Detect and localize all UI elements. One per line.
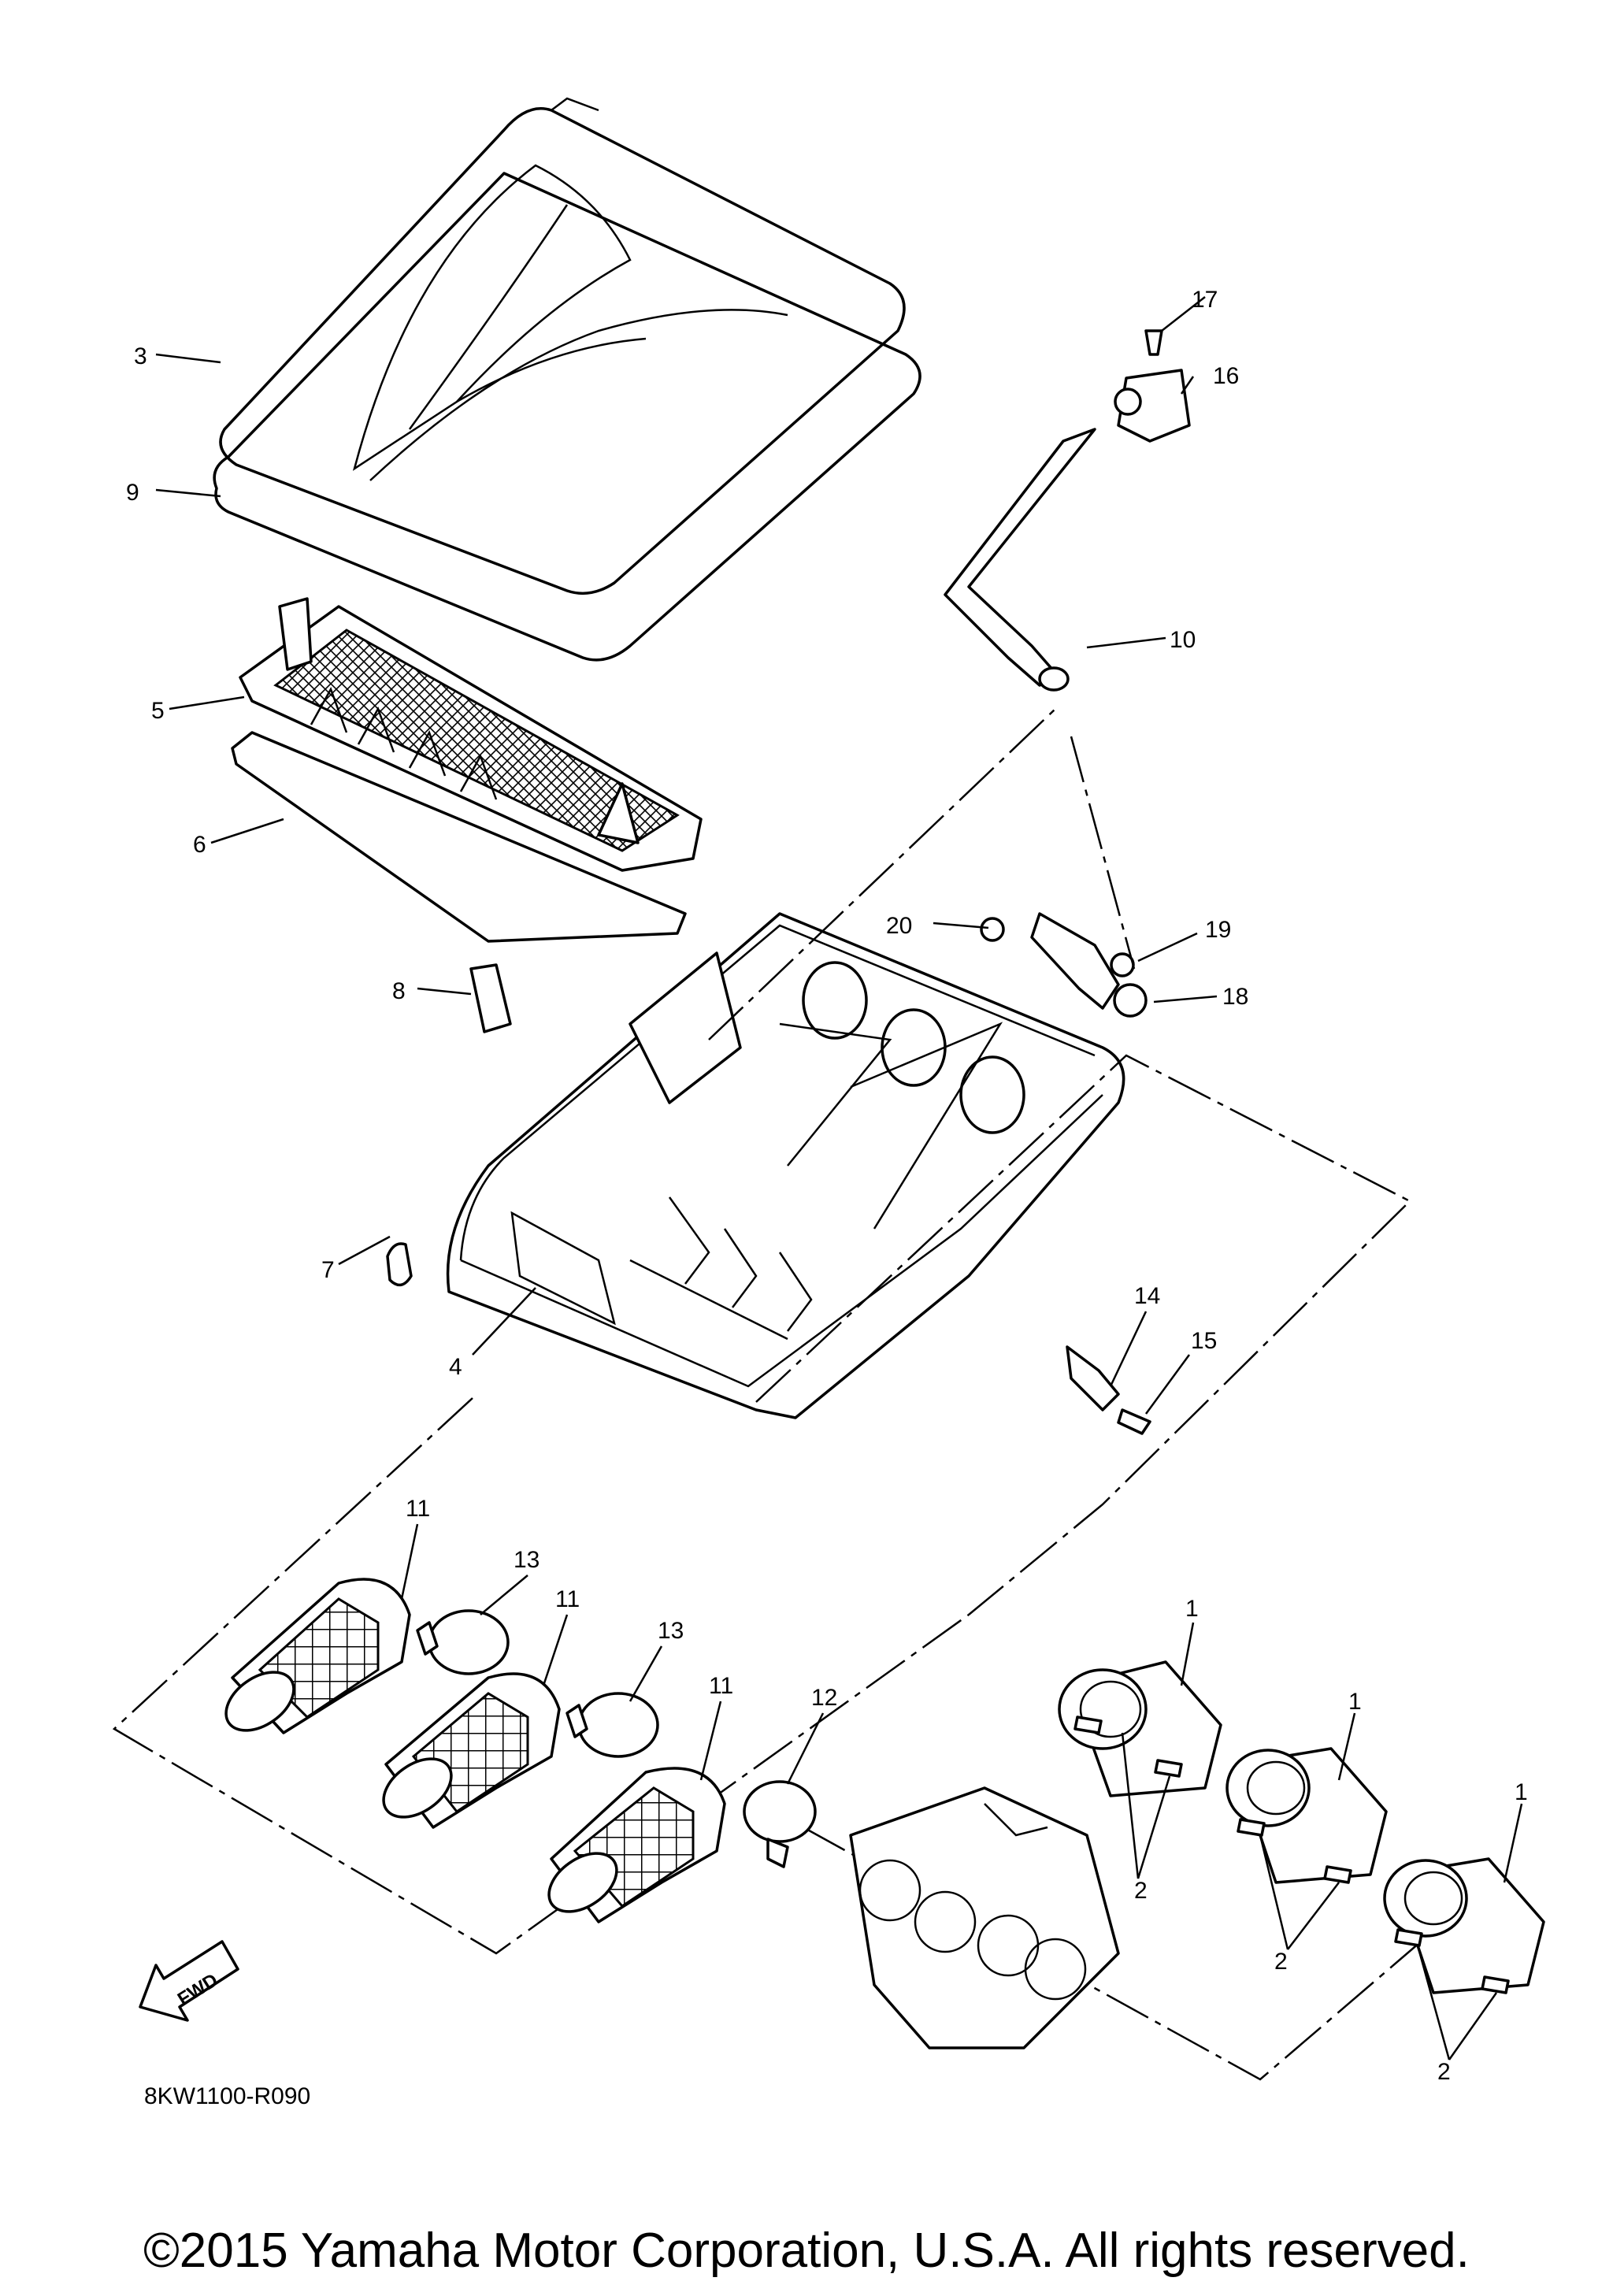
callout-11: 11: [406, 1496, 430, 1522]
callout-2: 2: [1437, 2059, 1451, 2085]
carburetor-joint-3: [1383, 1857, 1545, 1994]
callout-1: 1: [1185, 1596, 1199, 1622]
callout-8: 8: [392, 978, 406, 1004]
callout-2: 2: [1274, 1949, 1288, 1975]
callout-13: 13: [658, 1618, 684, 1644]
callout-17: 17: [1192, 287, 1218, 313]
air-box-cover: [219, 97, 906, 595]
carburetor-joint-2: [1226, 1747, 1388, 1884]
joint-clamp-screws: [1073, 1716, 1510, 1994]
throttle-body: [849, 1786, 1120, 2049]
callout-10: 10: [1170, 627, 1196, 653]
callout-2: 2: [1134, 1878, 1148, 1904]
intake-funnel-3: [547, 1767, 726, 1923]
callout-16: 16: [1213, 363, 1239, 389]
kit-boundary-upper: [755, 1054, 1412, 1615]
callout-18: 18: [1222, 984, 1248, 1010]
callout-11: 11: [555, 1586, 580, 1612]
filter-gasket: [231, 731, 687, 943]
fwd-arrow-icon: FWD: [139, 1940, 239, 2022]
funnel-clamp: [416, 1609, 817, 1868]
callout-13: 13: [514, 1547, 540, 1573]
copyright-notice: ©2015 Yamaha Motor Corporation, U.S.A. A…: [143, 2224, 1470, 2278]
drain-plug: [386, 1242, 413, 1287]
kit-boundary: [112, 1397, 970, 1955]
box-cap: [469, 963, 512, 1033]
callout-5: 5: [151, 698, 165, 724]
air-filter-element: [239, 597, 703, 872]
sensor-and-bolt: [1066, 1345, 1151, 1435]
callout-1: 1: [1515, 1779, 1528, 1805]
breather-joint: [1114, 329, 1191, 443]
callout-7: 7: [321, 1257, 335, 1283]
callout-11: 11: [709, 1673, 733, 1699]
intake-funnel-1: [224, 1578, 411, 1734]
callout-14: 14: [1134, 1283, 1160, 1309]
callout-4: 4: [449, 1354, 462, 1380]
callout-19: 19: [1205, 917, 1231, 943]
air-box-case: [446, 912, 1125, 1419]
callout-3: 3: [134, 343, 147, 369]
callout-1: 1: [1348, 1689, 1362, 1715]
callout-numbers: 1 1 1 2 2 2 3 4 5 6 7 8 9 10 11 11 11 12…: [126, 287, 1528, 2085]
breather-hose: [944, 428, 1096, 692]
hose-joint: [980, 912, 1148, 1018]
intake-funnel-2: [382, 1672, 561, 1829]
leader-lines: [155, 296, 1523, 2060]
callout-20: 20: [886, 913, 912, 939]
gasket: [213, 172, 921, 662]
callout-12: 12: [811, 1685, 837, 1711]
callout-6: 6: [193, 832, 206, 858]
callout-15: 15: [1191, 1328, 1217, 1354]
callout-9: 9: [126, 480, 139, 506]
drawing-code: 8KW1100-R090: [144, 2083, 311, 2109]
